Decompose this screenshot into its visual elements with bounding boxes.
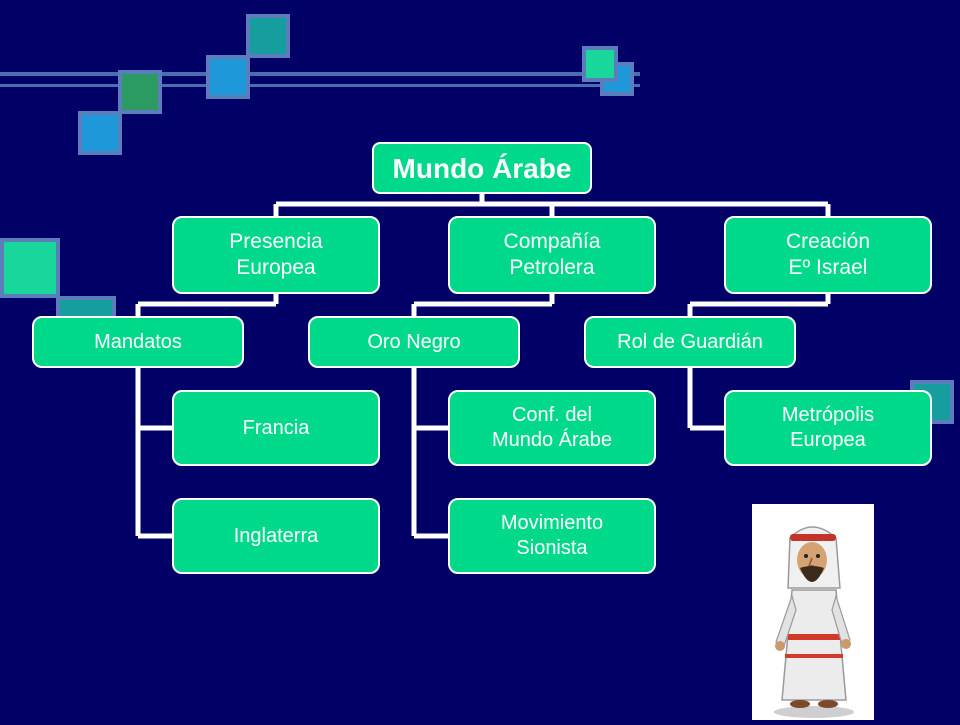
deco-square <box>0 238 60 298</box>
branch-node-presencia-europea: Presencia Europea <box>172 216 380 294</box>
arab-man-figure-icon <box>774 526 854 718</box>
illustration-panel <box>752 504 874 720</box>
leaf-node-francia: Francia <box>172 390 380 466</box>
deco-square <box>78 111 122 155</box>
deco-square <box>206 55 250 99</box>
leaf-node-conf-mundo-arabe: Conf. del Mundo Árabe <box>448 390 656 466</box>
leaf-node-inglaterra: Inglaterra <box>172 498 380 574</box>
deco-square <box>246 14 290 58</box>
leaf-node-movimiento-sionista: Movimiento Sionista <box>448 498 656 574</box>
branch-node-creacion-israel: Creación Eº Israel <box>724 216 932 294</box>
sub-node-mandatos: Mandatos <box>32 316 244 368</box>
deco-square <box>582 46 618 82</box>
leaf-node-metropolis-europea: Metrópolis Europea <box>724 390 932 466</box>
deco-square <box>118 70 162 114</box>
sub-node-oro-negro: Oro Negro <box>308 316 520 368</box>
root-node: Mundo Árabe <box>372 142 592 194</box>
sub-node-rol-de-guardian: Rol de Guardián <box>584 316 796 368</box>
header-line-top <box>0 72 640 76</box>
branch-node-compania-petrolera: Compañía Petrolera <box>448 216 656 294</box>
header-line-bottom <box>0 84 640 87</box>
